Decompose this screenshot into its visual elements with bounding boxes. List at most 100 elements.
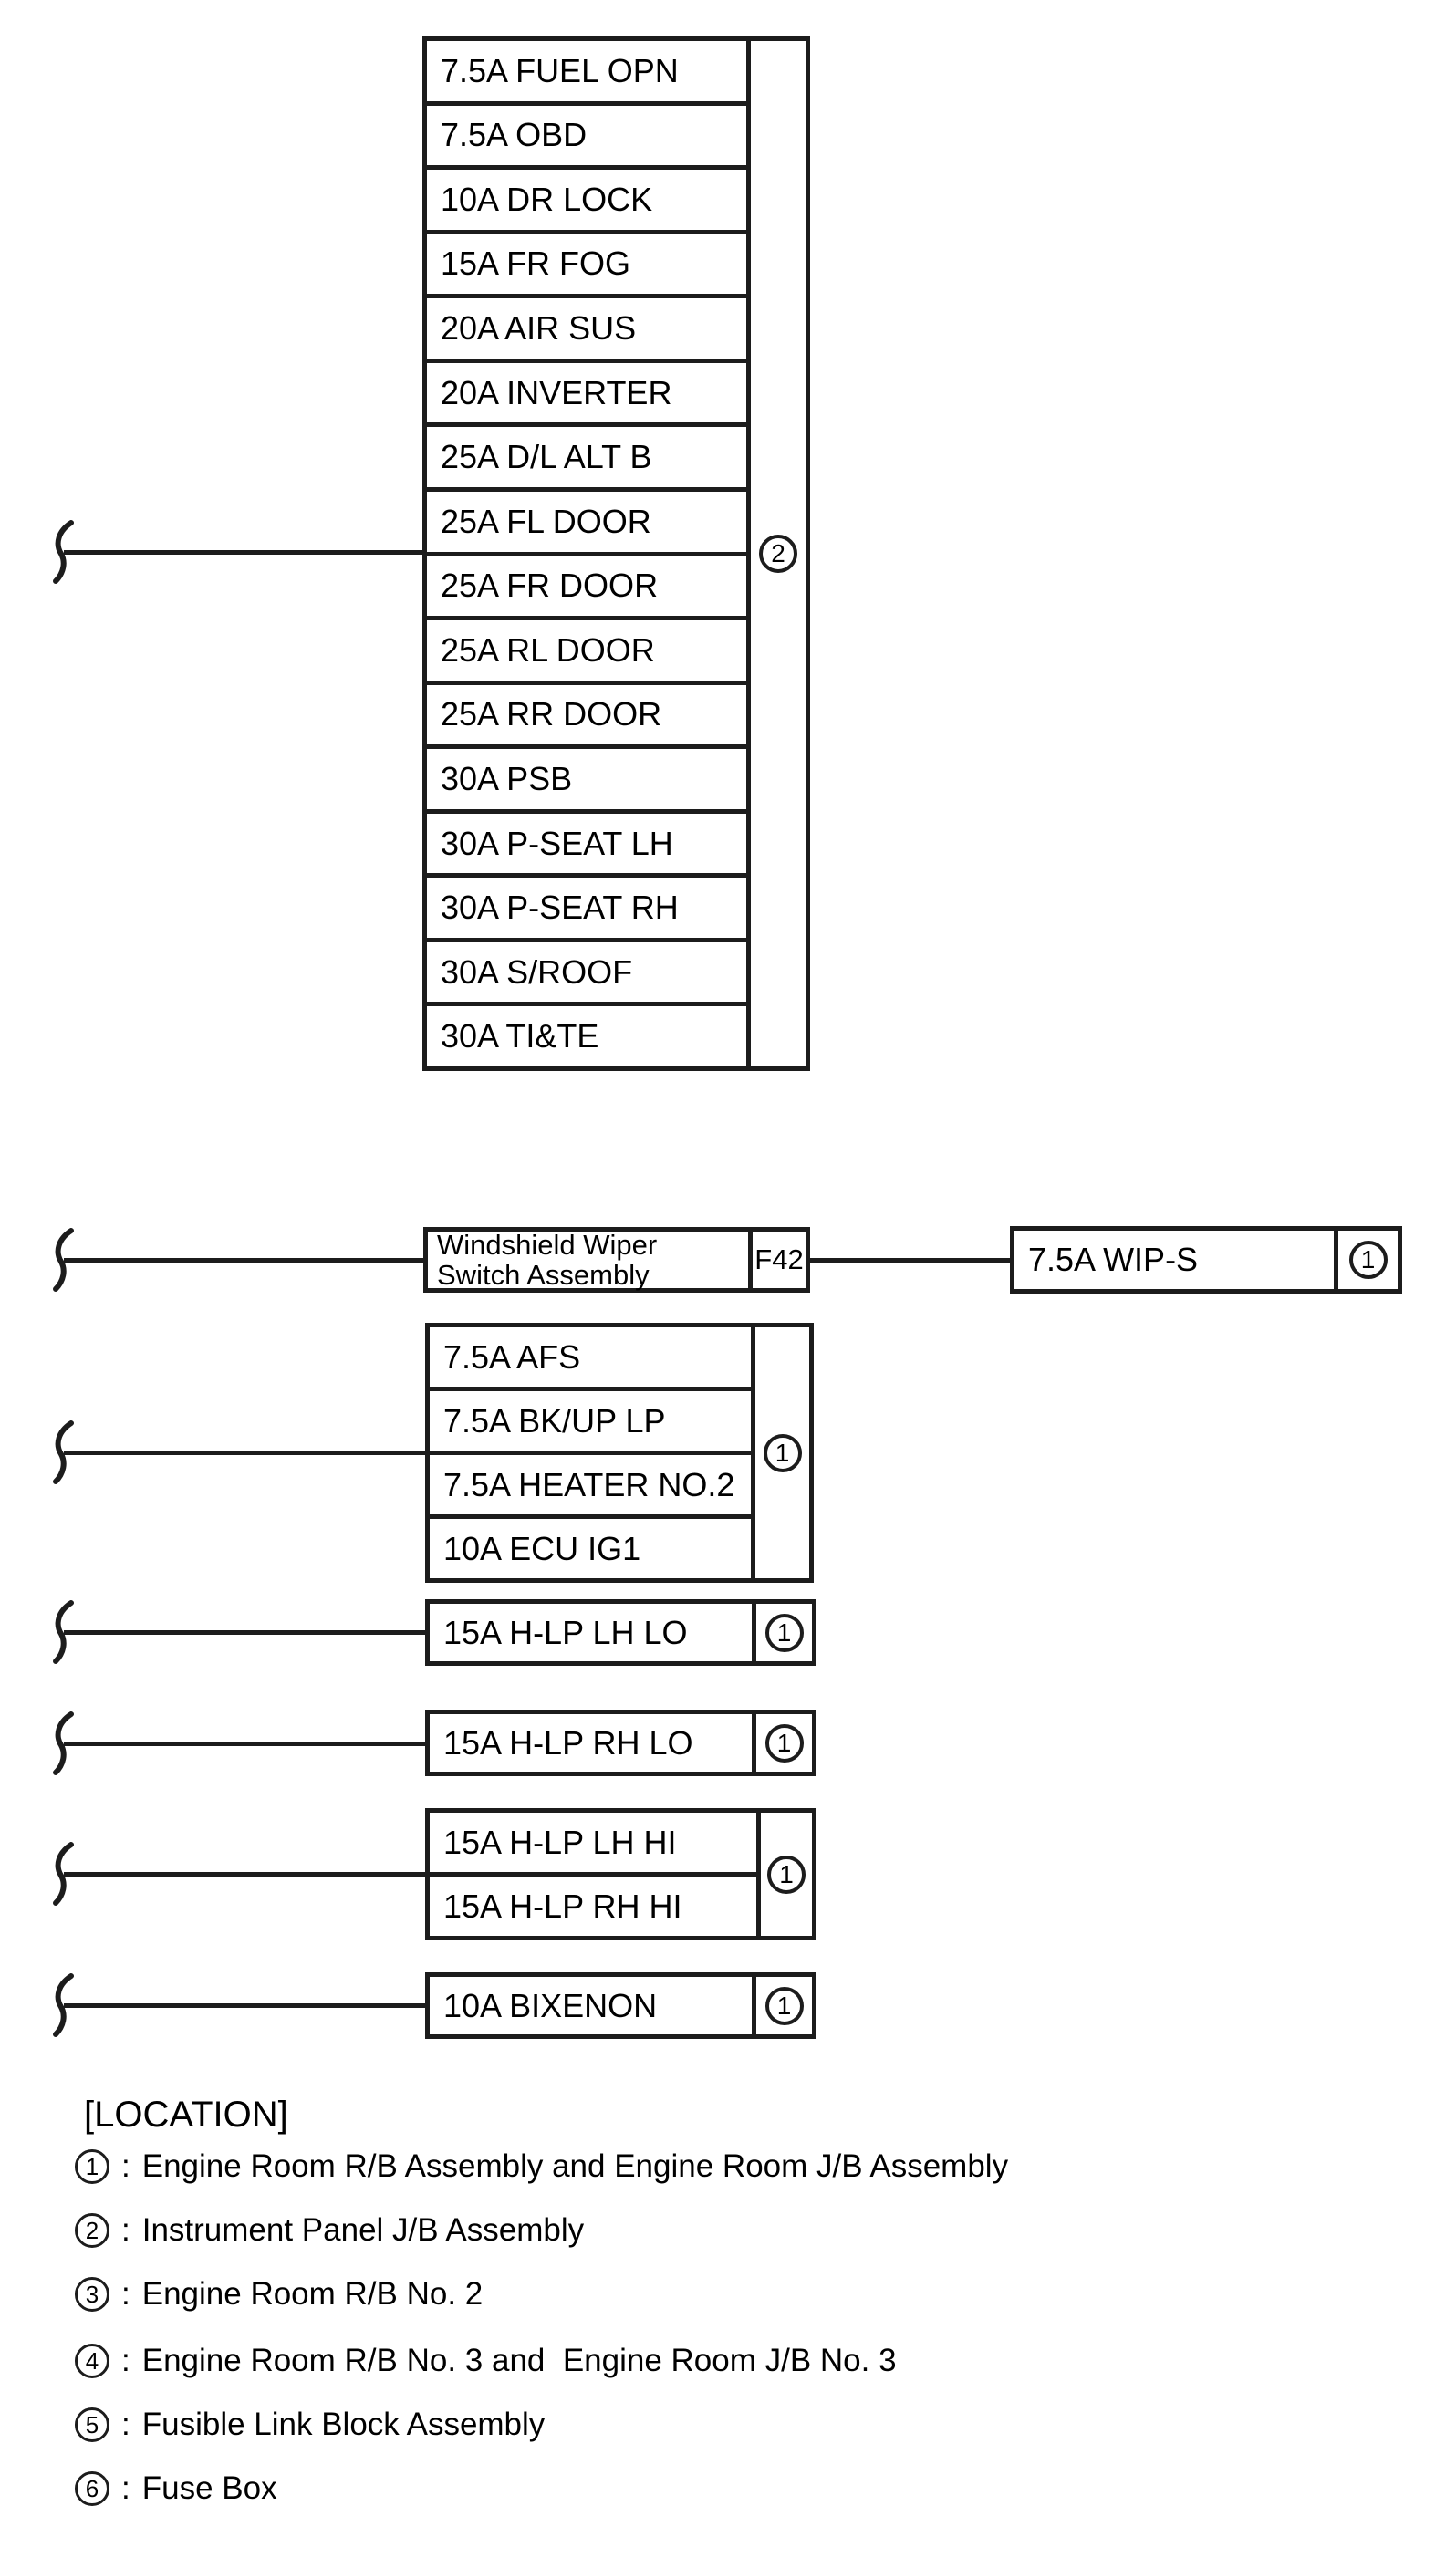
fuse-label: 25A FL DOOR	[441, 502, 651, 540]
legend-title: [LOCATION]	[84, 2095, 288, 2135]
fuse-box-bixenon: 10A BIXENON 1	[425, 1972, 816, 2039]
fuse-label: 7.5A HEATER NO.2	[443, 1465, 735, 1503]
fuse-cell: 10A ECU IG1	[430, 1514, 751, 1578]
fuse-cell: 7.5A OBD	[427, 100, 746, 166]
fuse-cell: 15A H-LP RH HI	[430, 1872, 756, 1936]
legend-item: 3 : Engine Room R/B No. 2	[75, 2274, 483, 2314]
wire-break-icon	[53, 1420, 74, 1484]
wire	[810, 1258, 1010, 1263]
legend-item: 2 : Instrument Panel J/B Assembly	[75, 2210, 584, 2251]
wire	[64, 1742, 427, 1746]
fuse-cell: 30A S/ROOF	[427, 937, 746, 1003]
wire-break-icon	[53, 1228, 74, 1292]
fuse-label: 15A H-LP LH HI	[443, 1823, 677, 1861]
fuse-label: 10A ECU IG1	[443, 1529, 641, 1567]
fuse-label: 30A P-SEAT RH	[441, 889, 679, 927]
fuse-label: 15A H-LP LH LO	[443, 1613, 688, 1651]
location-ref-circle: 1	[763, 1433, 802, 1472]
fuse-list: 7.5A AFS 7.5A BK/UP LP 7.5A HEATER NO.2 …	[430, 1327, 751, 1578]
location-ref-column: 1	[1334, 1231, 1398, 1289]
fuse-label: 7.5A FUEL OPN	[441, 51, 679, 89]
fuse-cell: 7.5A FUEL OPN	[427, 41, 746, 101]
fuse-cell: 20A AIR SUS	[427, 294, 746, 359]
legend-separator: :	[121, 2470, 130, 2506]
fuse-cell: 7.5A HEATER NO.2	[430, 1451, 751, 1514]
fuse-label: 30A PSB	[441, 759, 573, 797]
legend-separator: :	[121, 2276, 130, 2312]
legend-text: Instrument Panel J/B Assembly	[141, 2212, 585, 2248]
fuse-label: 30A S/ROOF	[441, 952, 633, 991]
fuse-label: 20A INVERTER	[441, 373, 672, 411]
legend-separator: :	[121, 2407, 130, 2442]
fuse-cell: 15A H-LP LH LO	[430, 1604, 752, 1661]
fuse-cell: 7.5A AFS	[430, 1327, 751, 1387]
location-ref-column: 1	[752, 1714, 812, 1772]
fuse-group-ig: 7.5A AFS 7.5A BK/UP LP 7.5A HEATER NO.2 …	[425, 1323, 814, 1583]
fuse-label: 10A DR LOCK	[441, 180, 653, 218]
legend-separator: :	[121, 2148, 130, 2184]
fuse-list: 7.5A FUEL OPN 7.5A OBD 10A DR LOCK 15A F…	[427, 41, 746, 1066]
wire-break-icon	[53, 520, 74, 584]
wire-break-icon	[53, 1600, 74, 1664]
fuse-cell: 15A H-LP RH LO	[430, 1714, 752, 1772]
legend-text: Fusible Link Block Assembly	[141, 2407, 546, 2442]
fuse-cell: 30A PSB	[427, 744, 746, 809]
fuse-cell: 25A D/L ALT B	[427, 422, 746, 487]
wire-break-icon	[53, 1842, 74, 1906]
location-ref-circle: 1	[75, 2149, 109, 2184]
fuse-cell: 30A TI&TE	[427, 1002, 746, 1066]
fuse-group-instrument-panel: 7.5A FUEL OPN 7.5A OBD 10A DR LOCK 15A F…	[422, 36, 810, 1071]
legend-item: 5 : Fusible Link Block Assembly	[75, 2405, 545, 2445]
fuse-cell: 10A DR LOCK	[427, 165, 746, 230]
fuse-label: 7.5A BK/UP LP	[443, 1401, 666, 1440]
fuse-label: 7.5A AFS	[443, 1337, 581, 1376]
fuse-box-hlp-rh-lo: 15A H-LP RH LO 1	[425, 1710, 816, 1776]
wire	[64, 1872, 427, 1877]
fuse-label: 7.5A WIP-S	[1028, 1241, 1199, 1278]
location-ref-circle: 5	[75, 2407, 109, 2442]
fuse-cell: 20A INVERTER	[427, 358, 746, 423]
fuse-label: 20A AIR SUS	[441, 309, 637, 348]
location-ref-circle: 3	[75, 2277, 109, 2312]
fuse-label: 25A FR DOOR	[441, 567, 659, 605]
legend-item: 6 : Fuse Box	[75, 2469, 277, 2509]
location-ref-column: 1	[756, 1813, 812, 1936]
wire	[64, 1258, 427, 1263]
fuse-cell: 25A RR DOOR	[427, 680, 746, 745]
location-ref-circle: 1	[1348, 1241, 1388, 1279]
legend-separator: :	[121, 2212, 130, 2248]
fuse-cell: 30A P-SEAT RH	[427, 873, 746, 938]
fuse-cell: 25A RL DOOR	[427, 616, 746, 681]
fuse-cell: 30A P-SEAT LH	[427, 808, 746, 874]
fuse-label: 25A RR DOOR	[441, 695, 662, 733]
wire	[64, 2003, 427, 2008]
location-ref-circle: 1	[764, 1723, 804, 1763]
fuse-list: 15A H-LP LH HI 15A H-LP RH HI	[430, 1813, 756, 1936]
fuse-label: 10A BIXENON	[443, 1986, 658, 2024]
fuse-cell: 15A H-LP LH HI	[430, 1813, 756, 1872]
connector-label: F42	[754, 1243, 804, 1275]
location-ref-circle: 1	[767, 1855, 806, 1894]
fuse-cell: 25A FL DOOR	[427, 486, 746, 552]
fuse-cell: 7.5A BK/UP LP	[430, 1387, 751, 1451]
wire	[64, 550, 424, 555]
location-ref-circle: 4	[75, 2344, 109, 2378]
legend-text: Engine Room R/B No. 3 and Engine Room J/…	[141, 2343, 897, 2378]
fuse-cell: 15A FR FOG	[427, 229, 746, 295]
legend-text: Fuse Box	[141, 2470, 277, 2506]
location-ref-circle: 2	[75, 2213, 109, 2248]
fuse-cell: 25A FR DOOR	[427, 551, 746, 617]
component-name: Windshield Wiper Switch Assembly	[437, 1228, 658, 1291]
fuse-label: 15A H-LP RH HI	[443, 1887, 682, 1925]
component-label: Windshield Wiper Switch Assembly	[428, 1228, 748, 1291]
location-ref-circle: 1	[764, 1613, 804, 1652]
legend-separator: :	[121, 2343, 130, 2378]
location-ref-circle: 2	[759, 535, 797, 573]
fuse-label: 7.5A OBD	[441, 116, 588, 154]
location-ref-circle: 1	[764, 1986, 804, 2025]
fuse-label: 30A P-SEAT LH	[441, 824, 673, 862]
connector-cell: F42	[748, 1232, 806, 1288]
fuse-cell: 7.5A WIP-S	[1014, 1231, 1334, 1289]
fuse-box-hlp-lh-lo: 15A H-LP LH LO 1	[425, 1599, 816, 1666]
